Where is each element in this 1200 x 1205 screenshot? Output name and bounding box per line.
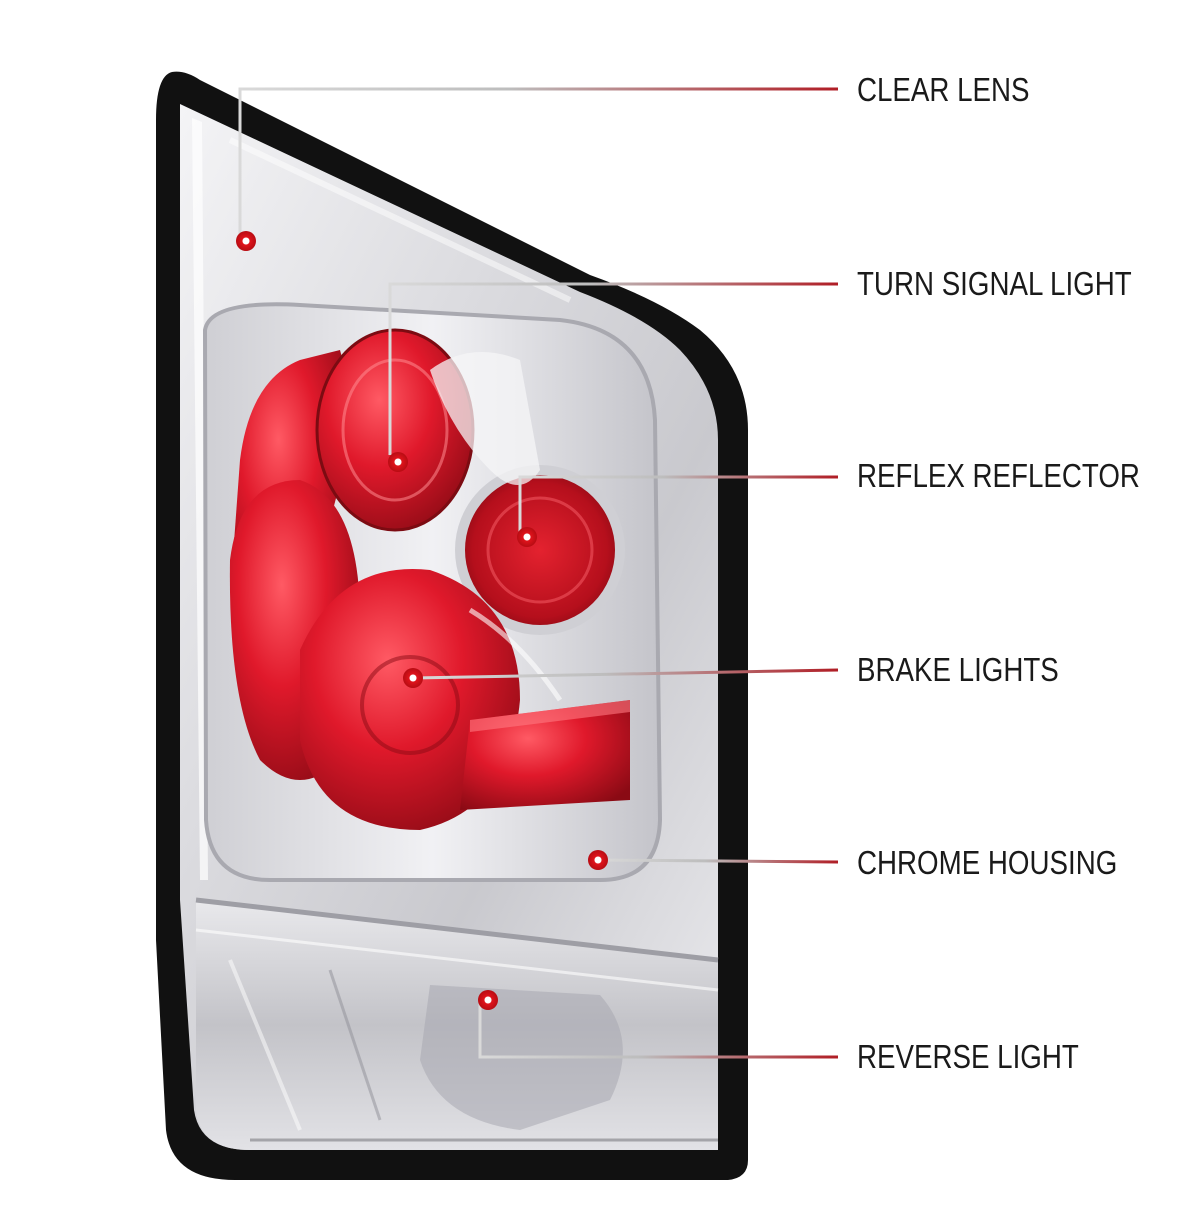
callout-label-reverse-light: REVERSE LIGHT xyxy=(857,1038,1079,1075)
marker-dot-clear-lens xyxy=(236,231,256,251)
marker-dot-chrome-housing xyxy=(588,850,608,870)
callout-label-turn-signal-light: TURN SIGNAL LIGHT xyxy=(857,265,1132,302)
callout-label-reflex-reflector: REFLEX REFLECTOR xyxy=(857,457,1140,494)
leader-line-clear-lens xyxy=(238,87,838,235)
leader-lines xyxy=(238,87,839,1059)
marker-dot-brake-lights xyxy=(403,668,423,688)
callout-label-clear-lens: CLEAR LENS xyxy=(857,71,1030,108)
callout-markers xyxy=(236,231,608,1010)
leader-line-brake-lights xyxy=(412,668,839,680)
leader-line-reverse-light xyxy=(478,1000,838,1059)
marker-dot-reverse-light xyxy=(478,990,498,1010)
leader-line-chrome-housing xyxy=(597,858,839,864)
callout-label-brake-lights: BRAKE LIGHTS xyxy=(857,651,1059,688)
leader-line-turn-signal-light xyxy=(388,282,838,455)
marker-dot-reflex-reflector xyxy=(517,527,537,547)
callout-label-chrome-housing: CHROME HOUSING xyxy=(857,844,1118,881)
marker-dot-turn-signal-light xyxy=(388,452,408,472)
leader-line-reflex-reflector xyxy=(518,475,838,537)
